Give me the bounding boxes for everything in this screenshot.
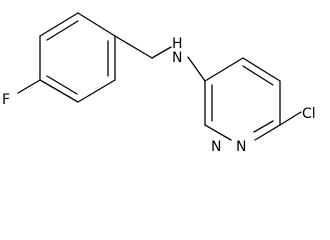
benzyl-bond	[114, 35, 153, 59]
chlorine-label: Cl	[302, 106, 316, 122]
molecule-structure: F N H N N Cl	[2, 12, 316, 152]
fluorophenyl-ring	[39, 12, 116, 103]
ring-nitrogen-label: N	[211, 139, 221, 152]
amine-nitrogen-label: N	[172, 50, 182, 66]
double-bond-inner	[46, 20, 79, 41]
bond	[39, 12, 79, 37]
double-bond-inner	[46, 75, 78, 95]
nitrogen-pyridazine-bond	[187, 56, 206, 82]
bond	[204, 57, 244, 82]
pyridazine-ring	[204, 57, 281, 141]
fluorine-label: F	[2, 92, 10, 108]
methylene-nitrogen-bond	[151, 46, 172, 59]
double-bond-inner	[242, 65, 274, 86]
double-bond-inner	[253, 120, 274, 133]
bond	[254, 124, 281, 141]
bond	[204, 124, 232, 141]
amine-hydrogen-label: H	[172, 36, 183, 52]
bond	[77, 79, 116, 103]
carbon-fluorine-bond	[17, 79, 41, 94]
bond	[39, 79, 79, 103]
ring-nitrogen-label: N	[236, 139, 246, 152]
bond	[77, 12, 116, 37]
bond	[242, 57, 281, 82]
carbon-chlorine-bond	[279, 111, 302, 126]
